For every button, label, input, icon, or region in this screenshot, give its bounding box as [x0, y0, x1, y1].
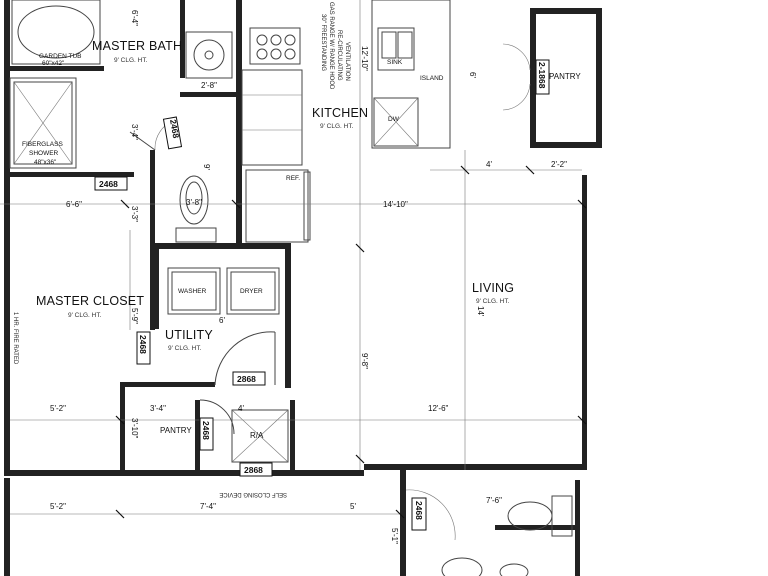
- door-tags: 2468 2468 2468 2468 2468 2868 2868 2-18: [94, 59, 550, 531]
- shower-label-2: SHOWER: [29, 150, 59, 157]
- dim-14: 14': [476, 306, 485, 317]
- door-swings: [129, 43, 531, 541]
- fire-rated-note: 1 HR. FIRE RATED: [12, 312, 18, 365]
- vent-note-4: 30" FREESTANDING: [320, 14, 326, 71]
- dim-3-8: 3'-8": [186, 198, 202, 207]
- sink-label: SINK: [387, 59, 403, 66]
- dim-2-8: 2'-8": [201, 81, 217, 90]
- dim-7-6: 7'-6": [486, 496, 502, 505]
- svg-text:2868: 2868: [244, 465, 263, 475]
- dim-5-9: 5'-9": [130, 308, 139, 324]
- dim-4-kitchen: 4': [486, 160, 492, 169]
- master-closet-height: 9' CLG. HT.: [68, 312, 102, 319]
- room-labels: MASTER BATH 9' CLG. HT. KITCHEN 9' CLG. …: [36, 39, 581, 440]
- vent-note-1: VENTILATION: [344, 42, 350, 81]
- washer-label: WASHER: [178, 288, 207, 295]
- svg-text:2-1868: 2-1868: [537, 62, 547, 89]
- living-title: LIVING: [472, 281, 514, 295]
- dw-label: DW: [388, 116, 400, 123]
- living-height: 9' CLG. HT.: [476, 298, 510, 305]
- garden-tub-label: GARDEN TUB: [39, 53, 82, 60]
- dimension-texts: 6'-4" 2'-8" 3'-4" 3'-8" 9' 6'-6" 14'-10"…: [50, 10, 567, 544]
- door-tag-5: 2468: [411, 497, 427, 531]
- dim-14-10: 14'-10": [383, 200, 408, 209]
- dim-5-1: 5'-1": [390, 528, 399, 544]
- svg-text:2468: 2468: [138, 335, 148, 354]
- door-tag-4: 2468: [199, 417, 214, 451]
- shower-size: 48"x36": [34, 159, 57, 166]
- ref-label: REF.: [286, 175, 300, 182]
- dim-6-4: 6'-4": [130, 10, 139, 26]
- dim-12-10: 12'-10": [360, 46, 369, 71]
- svg-text:2468: 2468: [201, 421, 211, 440]
- dim-6-6: 6'-6": [66, 200, 82, 209]
- dim-3-4-top: 3'-4": [130, 124, 139, 140]
- dim-3-3: 3'-3": [130, 206, 139, 222]
- svg-text:2868: 2868: [237, 374, 256, 384]
- door-tag-3: 2468: [136, 331, 151, 365]
- dim-12-6: 12'-6": [428, 404, 449, 413]
- door-tag-1: 2468: [94, 176, 128, 191]
- dim-6-laundry: 6': [219, 316, 225, 325]
- svg-text:2468: 2468: [99, 179, 118, 189]
- dim-3-4-pantry: 3'-4": [150, 404, 166, 413]
- master-bath-height: 9' CLG. HT.: [114, 57, 148, 64]
- dim-2-2: 2'-2": [551, 160, 567, 169]
- kitchen-title: KITCHEN: [312, 106, 368, 120]
- dim-9: 9': [202, 164, 211, 170]
- dryer-label: DRYER: [240, 288, 263, 295]
- garden-tub-size: 60"x42": [42, 60, 65, 67]
- dim-5-2-lower: 5'-2": [50, 502, 66, 511]
- door-tag-2: 2468: [162, 116, 183, 150]
- dim-5-2-upper: 5'-2": [50, 404, 66, 413]
- vent-note-3: GAS RANGE W/ RANGE HOOD: [328, 2, 334, 90]
- dim-4-ra: 4': [238, 404, 244, 413]
- notes: VENTILATION RE-CIRCULATING GAS RANGE W/ …: [12, 2, 350, 497]
- dim-9-8: 9'-8": [360, 353, 369, 369]
- fixtures: GARDEN TUB 60"x42" FIBERGLASS SHOWER 48"…: [9, 0, 573, 576]
- walls: [4, 0, 602, 576]
- self-closing-note: SELF CLOSING DEVICE: [219, 491, 287, 497]
- svg-text:2468: 2468: [414, 501, 424, 520]
- door-tag-8: 2868: [239, 462, 273, 477]
- island-label: ISLAND: [420, 75, 444, 82]
- vent-note-2: RE-CIRCULATING: [336, 30, 342, 81]
- door-tag-7: 2868: [232, 371, 266, 386]
- pantry-kitchen-title: PANTRY: [549, 72, 581, 81]
- ra-title: R/A: [250, 431, 264, 440]
- utility-height: 9' CLG. HT.: [168, 345, 202, 352]
- dim-5: 5': [350, 502, 356, 511]
- dim-6-kitchen: 6': [468, 72, 477, 78]
- dimension-lines: [0, 0, 587, 519]
- master-bath-title: MASTER BATH: [92, 39, 182, 53]
- door-tag-9: 2-1868: [535, 59, 550, 95]
- kitchen-height: 9' CLG. HT.: [320, 123, 354, 130]
- dim-3-10: 3'-10": [130, 418, 139, 439]
- pantry-small-title: PANTRY: [160, 426, 192, 435]
- master-closet-title: MASTER CLOSET: [36, 294, 144, 308]
- shower-label-1: FIBERGLASS: [22, 141, 63, 148]
- dim-7-4: 7'-4": [200, 502, 216, 511]
- utility-title: UTILITY: [165, 328, 213, 342]
- svg-text:2468: 2468: [168, 119, 181, 140]
